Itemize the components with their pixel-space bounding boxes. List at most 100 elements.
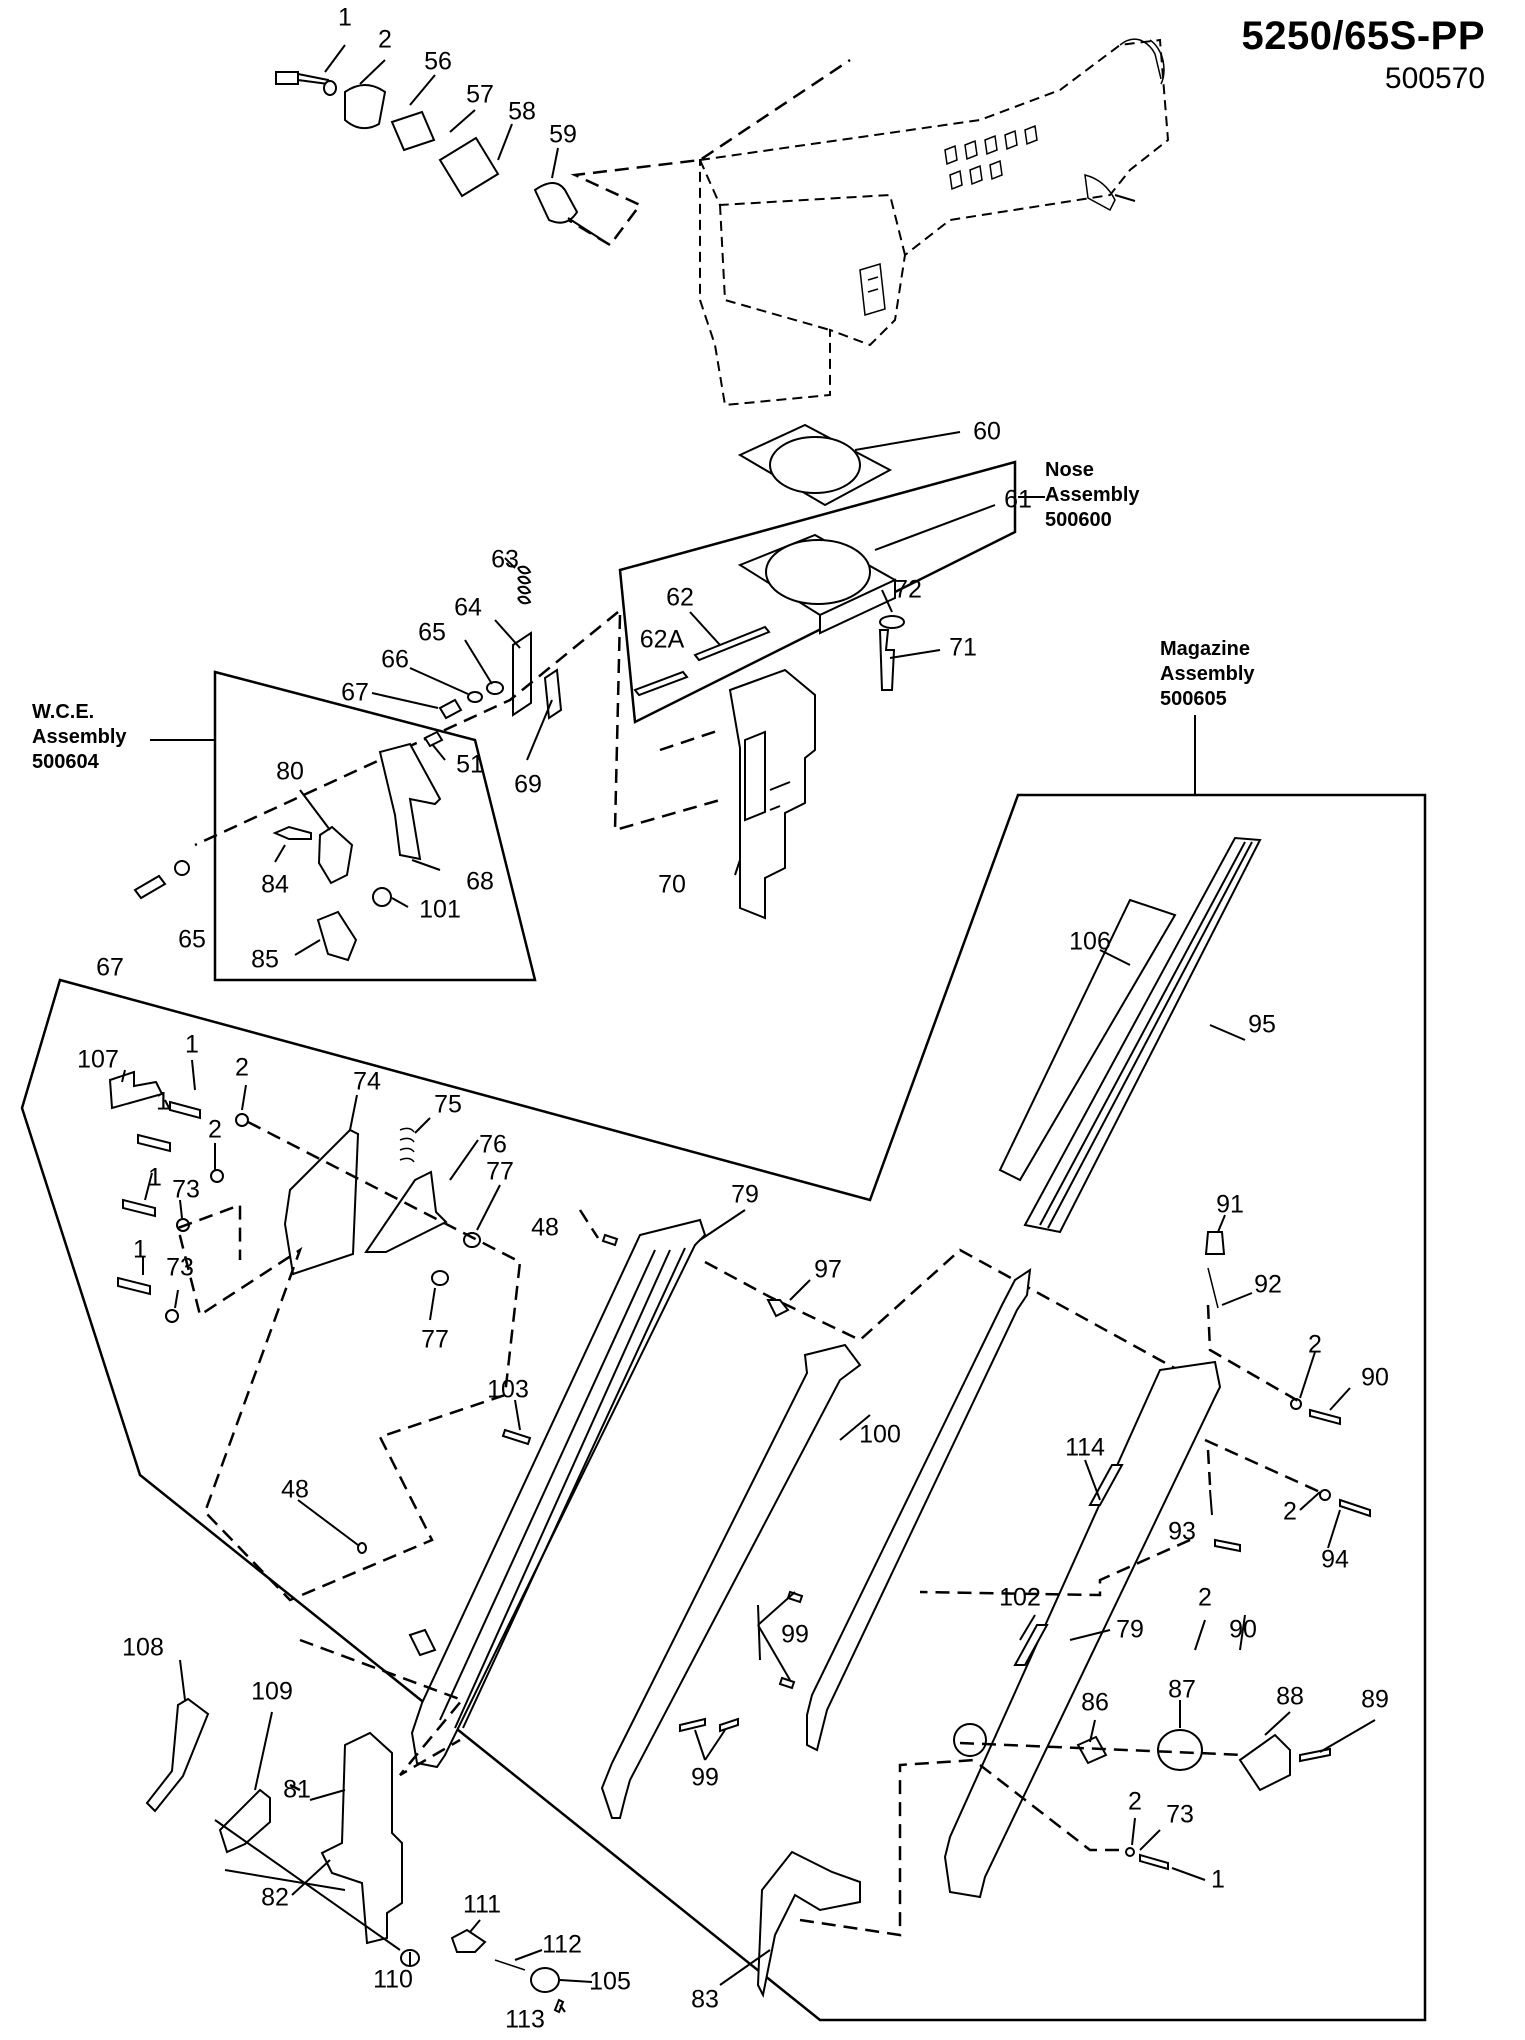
nose-assembly-number: 500600 <box>1045 509 1112 531</box>
callout-79-a: 79 <box>731 1180 759 1209</box>
part-109 <box>218 1788 271 1854</box>
callout-63: 63 <box>491 545 519 574</box>
callout-73-c: 73 <box>1166 1800 1194 1829</box>
callout-77-a: 77 <box>486 1157 514 1186</box>
callout-95: 95 <box>1248 1010 1276 1039</box>
magazine-side-79 <box>943 1360 1222 1899</box>
top-cap-parts <box>275 71 611 246</box>
callout-leaders <box>121 44 1376 2013</box>
callout-69: 69 <box>514 770 542 799</box>
roller-87 <box>1157 1729 1203 1771</box>
callout-48-b: 48 <box>281 1475 309 1504</box>
pin-113 <box>553 1998 565 2014</box>
screw-89 <box>1299 1747 1331 1763</box>
callout-2-d: 2 <box>1283 1497 1297 1526</box>
callout-111: 111 <box>462 1890 502 1919</box>
callout-85: 85 <box>251 945 279 974</box>
screw-67-left <box>133 874 167 900</box>
screw-48-top <box>601 1233 619 1247</box>
screw-103 <box>501 1428 532 1446</box>
wce-assembly-name: W.C.E. Assembly <box>32 701 127 748</box>
callout-75: 75 <box>434 1090 462 1119</box>
callout-67-left: 67 <box>96 953 124 982</box>
wce-parts-body <box>378 742 442 861</box>
callout-2-a: 2 <box>235 1053 249 1082</box>
washer-65-left <box>174 860 190 876</box>
part-83 <box>756 1850 861 1999</box>
callout-51: 51 <box>456 750 484 779</box>
callout-97: 97 <box>814 1255 842 1284</box>
callout-88: 88 <box>1276 1682 1304 1711</box>
model-number: 5250/65S-PP <box>1241 14 1485 58</box>
callout-91: 91 <box>1216 1190 1244 1219</box>
callout-70: 70 <box>658 870 686 899</box>
right-dash <box>919 1304 1321 1597</box>
part-111 <box>450 1928 487 1953</box>
nose-dash-2 <box>659 728 721 752</box>
wce-assembly-frame <box>213 670 537 982</box>
callout-68: 68 <box>466 867 494 896</box>
rivet-91 <box>1204 1231 1226 1255</box>
callout-62a: 62A <box>639 625 685 654</box>
callout-79-b: 79 <box>1116 1615 1144 1644</box>
callout-71: 71 <box>949 633 977 662</box>
housing-grip-ribs <box>944 124 1038 191</box>
callout-107: 107 <box>77 1045 119 1074</box>
screw-48-bottom <box>357 1542 367 1554</box>
screw-51 <box>423 730 444 748</box>
bottom-left-line <box>214 1819 401 1951</box>
callout-61: 61 <box>1004 485 1032 514</box>
assembly-leader-lines <box>150 496 1196 795</box>
callout-56: 56 <box>424 47 452 76</box>
callout-84: 84 <box>261 870 289 899</box>
callout-2-top: 2 <box>378 25 392 54</box>
callout-89: 89 <box>1361 1685 1389 1714</box>
callout-2-b: 2 <box>208 1115 222 1144</box>
nose-70 <box>728 668 816 920</box>
callout-57: 57 <box>466 80 494 109</box>
callout-106: 106 <box>1069 927 1111 956</box>
callout-76: 76 <box>479 1130 507 1159</box>
callout-99-a: 99 <box>781 1620 809 1649</box>
callout-1-d: 1 <box>133 1235 147 1264</box>
nose-assembly-frame <box>618 460 1017 724</box>
rail-dash <box>578 1209 1201 1384</box>
callout-87: 87 <box>1168 1675 1196 1704</box>
magazine-assembly-frame <box>20 793 1427 2022</box>
callout-90-b: 90 <box>1229 1615 1257 1644</box>
callout-73-a: 73 <box>172 1175 200 1204</box>
wce-dash <box>194 611 619 847</box>
callout-80: 80 <box>276 757 304 786</box>
part-83-dash <box>799 1758 976 1937</box>
right-screws <box>1214 1408 1371 1553</box>
nose-assembly-dash <box>613 614 721 832</box>
callout-48-a: 48 <box>531 1213 559 1242</box>
callout-102: 102 <box>999 1583 1041 1612</box>
washer-2-b <box>1319 1489 1331 1501</box>
callout-103: 103 <box>487 1375 529 1404</box>
magazine-assembly-name: Magazine Assembly <box>1160 638 1255 685</box>
callout-86: 86 <box>1081 1688 1109 1717</box>
callout-101: 101 <box>419 895 461 924</box>
callout-110: 110 <box>373 1965 413 1994</box>
callout-92: 92 <box>1254 1270 1282 1299</box>
spring-75 <box>399 1127 415 1163</box>
part-85 <box>316 910 358 962</box>
wce-upper-parts <box>438 565 563 720</box>
plate-100-right <box>806 1267 1032 1752</box>
nose-plate-61 <box>737 533 898 635</box>
callout-2-f: 2 <box>1128 1787 1142 1816</box>
nose-pin-62 <box>633 625 771 697</box>
callout-1-top: 1 <box>338 3 352 32</box>
callout-114: 114 <box>1065 1433 1105 1462</box>
callout-58: 58 <box>508 97 536 126</box>
rod-108 <box>145 1697 210 1813</box>
screw-1-bottom <box>1139 1853 1169 1871</box>
callout-93: 93 <box>1168 1517 1196 1546</box>
callout-82: 82 <box>261 1883 289 1912</box>
callout-94: 94 <box>1321 1545 1349 1574</box>
callout-77-b: 77 <box>421 1325 449 1354</box>
